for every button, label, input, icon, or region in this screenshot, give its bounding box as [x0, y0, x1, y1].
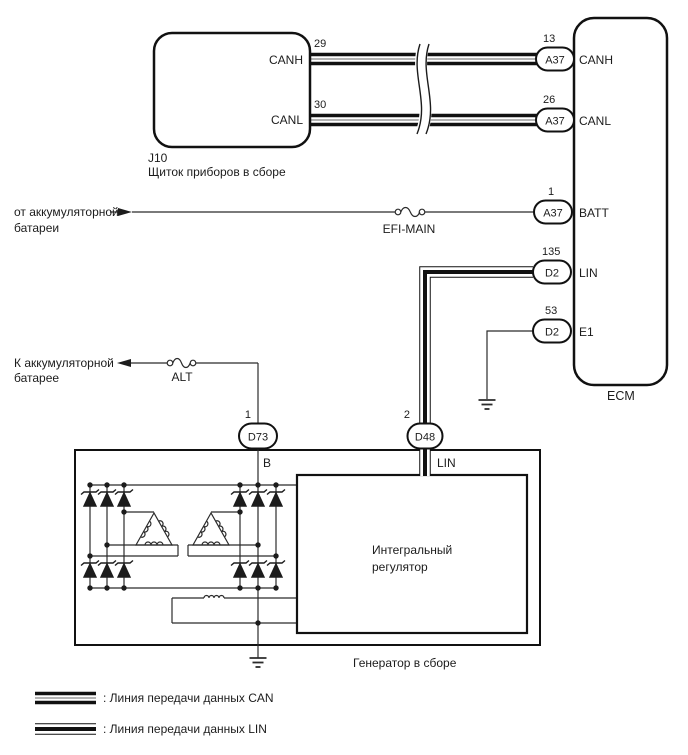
cluster-code: J10	[148, 151, 168, 165]
lin-wire	[419, 266, 533, 475]
ground-symbol-ecm	[478, 399, 496, 410]
ecm-lin-pin: 135	[542, 246, 560, 258]
arrow-left-icon	[117, 359, 131, 367]
cluster-canl-label: CANL	[271, 113, 303, 127]
battery-to-text-2: батарее	[14, 371, 59, 385]
legend-lin-text: : Линия передачи данных LIN	[103, 722, 267, 736]
field-coil	[171, 594, 297, 624]
ecm-canl-label: CANL	[579, 114, 611, 128]
ecm-connectors: A37 A37 A37 D2 D2	[532, 46, 575, 344]
wire-break-symbol	[415, 42, 432, 137]
cluster-canh-pin: 29	[314, 38, 326, 50]
regulator-label-2: регулятор	[372, 560, 428, 574]
generator-connectors: D73 D48	[238, 422, 444, 450]
battery-to-text-1: К аккумуляторной	[14, 356, 114, 370]
d48-pin: 2	[404, 409, 410, 421]
junction-dots	[87, 482, 279, 626]
e1-wire	[486, 330, 534, 399]
instrument-cluster-box: CANH CANL 29 30 J10 Щиток приборов в сбо…	[148, 31, 326, 179]
ecm-label: ECM	[607, 389, 635, 403]
ecm-lin-label: LIN	[579, 266, 598, 280]
connector-a37-canl: A37	[545, 116, 565, 128]
connector-d2-e1: D2	[545, 327, 559, 339]
ground-symbol-generator	[249, 657, 267, 668]
battery-from-text-2: батареи	[14, 221, 59, 235]
lin-terminal-label: LIN	[437, 456, 456, 470]
regulator-label-1: Интегральный	[372, 543, 452, 557]
ecm-e1-label: E1	[579, 325, 594, 339]
cluster-canl-pin: 30	[314, 99, 326, 111]
arrow-right-icon	[118, 208, 132, 216]
ecm-e1-pin: 53	[545, 305, 557, 317]
legend-lin: : Линия передачи данных LIN	[35, 722, 267, 736]
regulator-box: Интегральный регулятор	[295, 473, 529, 635]
rectifier-diodes-lower	[80, 559, 286, 578]
ecm-canh-label: CANH	[579, 53, 613, 67]
ecm-batt-label: BATT	[579, 206, 609, 220]
connector-d48: D48	[415, 432, 435, 444]
d73-pin: 1	[245, 409, 251, 421]
cluster-name: Щиток приборов в сборе	[148, 165, 286, 179]
cluster-canh-label: CANH	[269, 53, 303, 67]
stator-winding-right	[191, 511, 231, 546]
ecm-canh-pin: 13	[543, 33, 555, 45]
ecm-box: ECM CANH CANL BATT LIN E1	[572, 16, 669, 403]
stator-winding-left	[134, 511, 174, 546]
connector-d73: D73	[248, 432, 268, 444]
ecm-canl-pin: 26	[543, 94, 555, 106]
connector-d2-lin: D2	[545, 268, 559, 280]
rectifier-diodes-upper	[80, 488, 286, 507]
connector-a37-canh: A37	[545, 55, 565, 67]
generator-label: Генератор в сборе	[353, 656, 457, 670]
fuse-efi-main-label: EFI-MAIN	[383, 222, 436, 236]
legend-can: : Линия передачи данных CAN	[35, 691, 274, 705]
batt-wire	[110, 208, 534, 216]
fuse-alt: ALT	[166, 357, 197, 384]
ecm-batt-pin: 1	[548, 186, 554, 198]
battery-from-text-1: от аккумуляторной	[14, 205, 119, 219]
b-terminal-label: B	[263, 456, 271, 470]
legend-can-text: : Линия передачи данных CAN	[103, 691, 274, 705]
alt-wire	[117, 359, 259, 424]
fuse-alt-label: ALT	[171, 370, 193, 384]
connector-a37-batt: A37	[543, 208, 563, 220]
fuse-efi-main: EFI-MAIN	[383, 206, 436, 236]
